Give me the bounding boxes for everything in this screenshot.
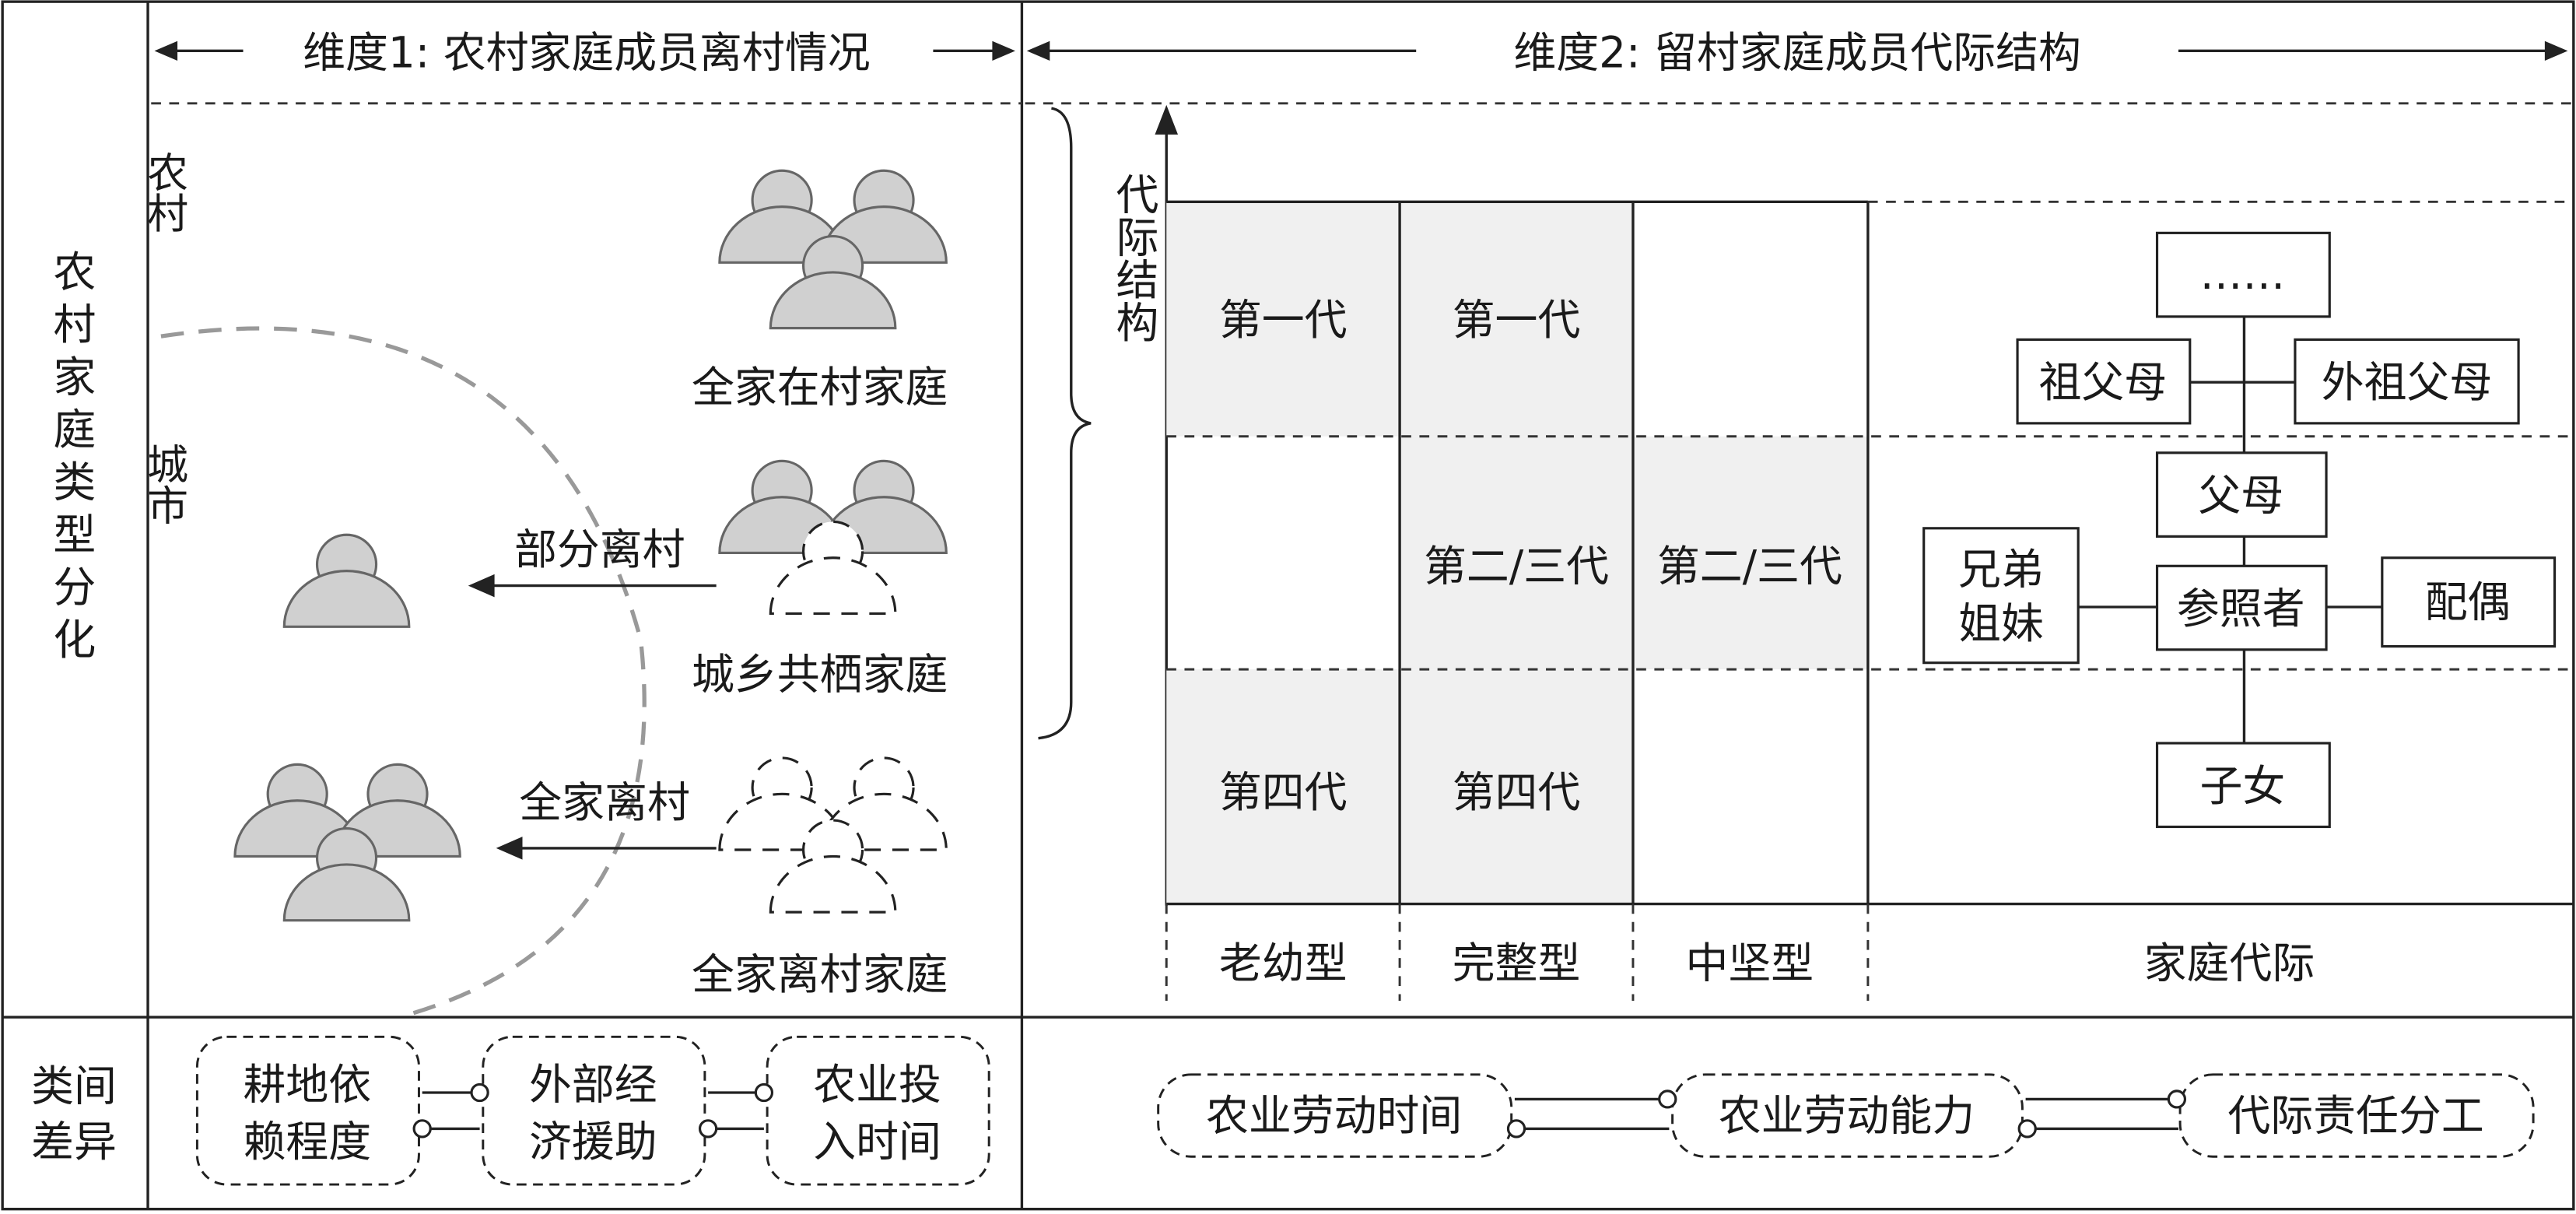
zone-city-label: 城市: [141, 443, 188, 525]
diff-connector-2: [698, 1082, 774, 1139]
cell-c2-r1: [1400, 202, 1633, 437]
diff-item-2: [482, 1035, 706, 1186]
diff-item-2-line2: 济援助: [529, 1117, 657, 1167]
diff-item-6: [2178, 1073, 2535, 1158]
arrow-partial-label: 部分离村: [514, 525, 685, 574]
bottom-label-line1: 类间: [31, 1061, 117, 1111]
city-person-single-icon: [282, 533, 411, 628]
category-generations: 家庭代际: [2144, 938, 2315, 988]
diff-item-1: [195, 1035, 420, 1186]
category-core: 中坚型: [1686, 938, 1814, 988]
family-all-leave-ghost-icon: [718, 756, 948, 914]
diff-item-3-line2: 入时间: [813, 1117, 941, 1167]
tree-reference-label: 参照者: [2177, 584, 2305, 633]
tree-siblings-line2: 姐妹: [1958, 598, 2044, 648]
diff-connector-1: [412, 1082, 489, 1139]
cell-c2-r2: [1400, 436, 1633, 670]
cell-c1-r3: [1166, 669, 1400, 904]
arrow-all-label: 全家离村: [519, 777, 690, 827]
dim1-panel: 农村 城市 全家在村家庭 城乡共栖家庭 部分离村 全家离村家庭: [141, 151, 948, 1016]
differences-dim2: 农业劳动时间 农业劳动能力 代际责任分工: [1157, 1073, 2535, 1158]
diff-item-3: [766, 1035, 990, 1186]
cell-c1-r3-label: 第四代: [1219, 767, 1348, 817]
tree-grandparents-label: 祖父母: [2039, 357, 2168, 407]
diff-item-6-label: 代际责任分工: [2227, 1091, 2483, 1141]
city-boundary: [160, 326, 647, 1016]
cell-c3-r2-label: 第二/三代: [1657, 541, 1842, 591]
header-dim2-text: 维度2: 留村家庭成员代际结构: [1513, 27, 2081, 77]
tree-children-label: 子女: [2199, 761, 2285, 811]
dim2-panel: 代际结构 第一代 第一代 第二/三代 第二/三代 第四代 第四代 老幼型 完整型…: [1038, 104, 2573, 1001]
tree-spouse-label: 配偶: [2425, 577, 2511, 627]
family-all-leave-label: 全家离村家庭: [692, 949, 948, 999]
tree-top-label: ……: [2199, 249, 2285, 299]
diff-item-1-line1: 耕地依: [244, 1059, 372, 1109]
family-cohabit-icon: [718, 459, 948, 616]
diff-item-4: [1157, 1073, 1513, 1158]
brace: [1038, 107, 1092, 740]
header-dim1-text: 维度1: 农村家庭成员离村情况: [303, 27, 871, 77]
family-all-stay-label: 全家在村家庭: [692, 363, 948, 412]
diff-connector-3: [1506, 1089, 1677, 1139]
cell-c1-r1: [1166, 202, 1400, 437]
diff-connector-4: [2017, 1089, 2187, 1139]
category-complete: 完整型: [1453, 938, 1581, 988]
city-family-icon: [233, 763, 461, 922]
header-dim2: 维度2: 留村家庭成员代际结构: [1026, 27, 2568, 77]
family-all-stay-icon: [718, 169, 948, 330]
diff-item-5-label: 农业劳动能力: [1719, 1091, 1975, 1141]
diff-item-4-label: 农业劳动时间: [1206, 1091, 1462, 1141]
diff-item-2-line1: 外部经: [529, 1059, 657, 1109]
category-old-young: 老幼型: [1219, 938, 1348, 988]
tree-parents-label: 父母: [2198, 471, 2283, 521]
cell-c3-r2: [1632, 436, 1868, 670]
family-cohabit-label: 城乡共栖家庭: [692, 649, 948, 699]
left-axis-label: 农村家庭类型分化: [46, 249, 96, 669]
cell-c2-r1-label: 第一代: [1453, 295, 1581, 345]
zone-rural-label: 农村: [141, 151, 188, 233]
tree-maternal-grandparents-label: 外祖父母: [2322, 357, 2493, 407]
diff-item-1-line2: 赖程度: [244, 1117, 372, 1167]
header-dim1: 维度1: 农村家庭成员离村情况: [154, 27, 1015, 77]
cell-c2-r3-label: 第四代: [1453, 767, 1581, 817]
cell-c2-r2-label: 第二/三代: [1424, 541, 1609, 591]
family-tree: …… 祖父母 外祖父母 父母 兄弟 姐妹 参照者 配偶 子女: [1922, 231, 2557, 829]
cell-c1-r1-label: 第一代: [1219, 295, 1348, 345]
differences-dim1: 耕地依 赖程度 外部经 济援助 农业投 入时间: [195, 1035, 990, 1186]
diff-item-3-line1: 农业投: [813, 1059, 941, 1109]
cell-c2-r3: [1400, 669, 1633, 904]
diff-item-5: [1671, 1073, 2024, 1158]
y-axis-label: 代际结构: [1109, 172, 1158, 342]
tree-siblings-line1: 兄弟: [1958, 545, 2044, 595]
bottom-label-line2: 差异: [31, 1117, 117, 1167]
